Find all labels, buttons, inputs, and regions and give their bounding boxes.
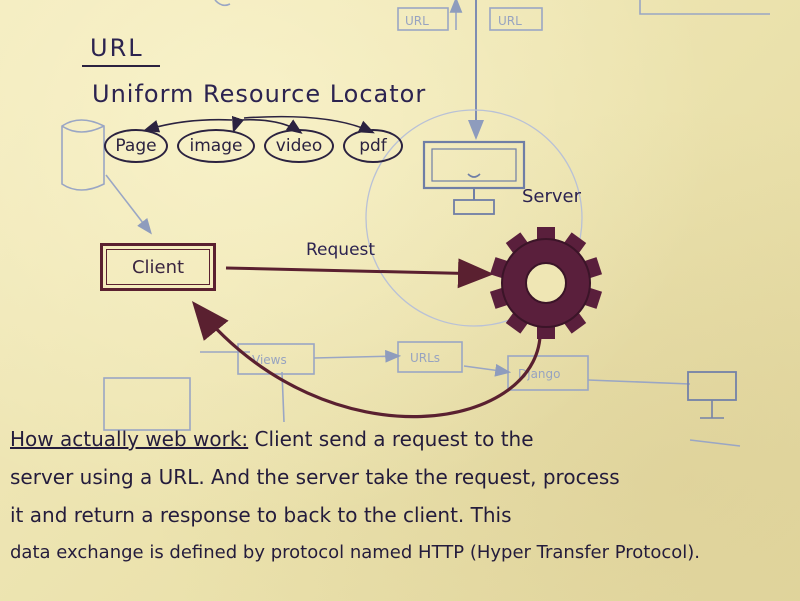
- server-circle: [365, 109, 583, 327]
- explanation-text-1: Client send a request to the: [254, 427, 534, 451]
- request-arrow: [225, 258, 494, 289]
- acronym-expansion: Uniform Resource Locator: [92, 80, 427, 108]
- explanation-line-3: it and return a response to back to the …: [10, 503, 512, 527]
- server-gear-icon: [489, 227, 603, 339]
- url-box-b: [489, 7, 543, 31]
- url-box-a: [397, 7, 449, 31]
- faint-label-urls: URLs: [410, 351, 440, 365]
- client-box: Client: [100, 243, 216, 291]
- client-box-inner-border: [106, 249, 210, 285]
- explanation-paragraph: How actually web work: Client send a req…: [10, 420, 800, 572]
- faint-label-views: Views: [252, 353, 287, 367]
- response-arrow: [191, 301, 542, 419]
- resource-type-image: image: [177, 129, 255, 163]
- acronym-abbr: URL: [90, 34, 144, 62]
- resource-type-page: Page: [104, 129, 168, 163]
- resource-type-pdf: pdf: [343, 129, 403, 163]
- pencil-sketches: [61, 0, 770, 447]
- explanation-heading: How actually web work:: [10, 427, 249, 451]
- server-label: Server: [522, 186, 582, 207]
- request-label: Request: [306, 240, 376, 260]
- explanation-line-1: How actually web work: Client send a req…: [10, 420, 800, 458]
- explanation-line-4: data exchange is defined by protocol nam…: [10, 542, 701, 563]
- resource-type-video: video: [264, 129, 334, 163]
- client-label: Client: [131, 256, 185, 278]
- template-box: [103, 377, 191, 431]
- database-icon: [61, 119, 105, 191]
- faint-label-url-a: URL: [405, 14, 429, 28]
- views-box: [237, 343, 315, 375]
- explanation-line-2: server using a URL. And the server take …: [10, 465, 620, 489]
- resource-arrows: [142, 115, 375, 134]
- faint-label-url-b: URL: [498, 14, 522, 28]
- remote-monitor-icon: [687, 371, 737, 401]
